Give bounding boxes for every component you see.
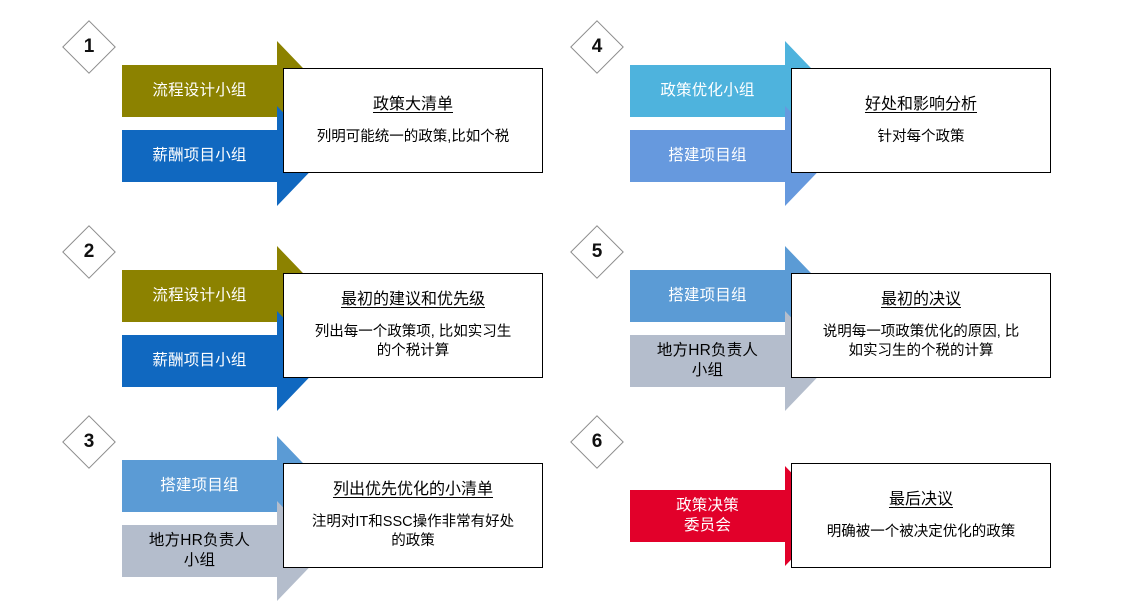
- step-number-6: 6: [591, 431, 603, 452]
- step-number-2: 2: [83, 241, 95, 262]
- result-box-body-1: 列明可能统一的政策,比如个税: [316, 128, 510, 145]
- result-box-body-6: 明确被一个被决定优化的政策: [826, 523, 1016, 540]
- result-box-6: 最后决议明确被一个被决定优化的政策: [791, 463, 1051, 568]
- result-box-title-2: 最初的建议和优先级: [340, 291, 485, 309]
- arrow-shape-icon: [122, 41, 325, 141]
- result-box-title-4: 好处和影响分析: [864, 95, 977, 113]
- step-number-1: 1: [83, 36, 95, 57]
- result-box-3: 列出优先优化的小清单注明对IT和SSC操作非常有好处 的政策: [283, 463, 543, 568]
- arrow-shape-icon: [122, 436, 325, 536]
- result-box-4: 好处和影响分析针对每个政策: [791, 68, 1051, 173]
- result-box-title-3: 列出优先优化的小清单: [332, 481, 493, 499]
- arrow-shape-icon: [122, 311, 325, 411]
- arrow-shape-icon: [122, 501, 325, 601]
- step-number-5: 5: [591, 241, 603, 262]
- result-box-1: 政策大清单列明可能统一的政策,比如个税: [283, 68, 543, 173]
- arrow-shape-icon: [630, 466, 833, 566]
- result-box-2: 最初的建议和优先级列出每一个政策项, 比如实习生 的个税计算: [283, 273, 543, 378]
- arrow-shape-icon: [122, 106, 325, 206]
- result-box-body-3: 注明对IT和SSC操作非常有好处 的政策: [311, 514, 515, 549]
- arrow-shape-icon: [630, 41, 833, 141]
- step-number-4: 4: [591, 36, 603, 57]
- result-box-5: 最初的决议说明每一项政策优化的原因, 比 如实习生的个税的计算: [791, 273, 1051, 378]
- arrow-shape-icon: [630, 311, 833, 411]
- arrow-shape-icon: [630, 246, 833, 346]
- step-number-3: 3: [83, 431, 95, 452]
- result-box-title-1: 政策大清单: [372, 95, 453, 113]
- arrow-shape-icon: [122, 246, 325, 346]
- result-box-body-2: 列出每一个政策项, 比如实习生 的个税计算: [314, 324, 512, 359]
- result-box-body-5: 说明每一项政策优化的原因, 比 如实习生的个税的计算: [822, 324, 1020, 359]
- arrow-shape-icon: [630, 106, 833, 206]
- result-box-body-4: 针对每个政策: [877, 128, 965, 145]
- result-box-title-6: 最后决议: [888, 490, 953, 508]
- result-box-title-5: 最初的决议: [880, 291, 961, 309]
